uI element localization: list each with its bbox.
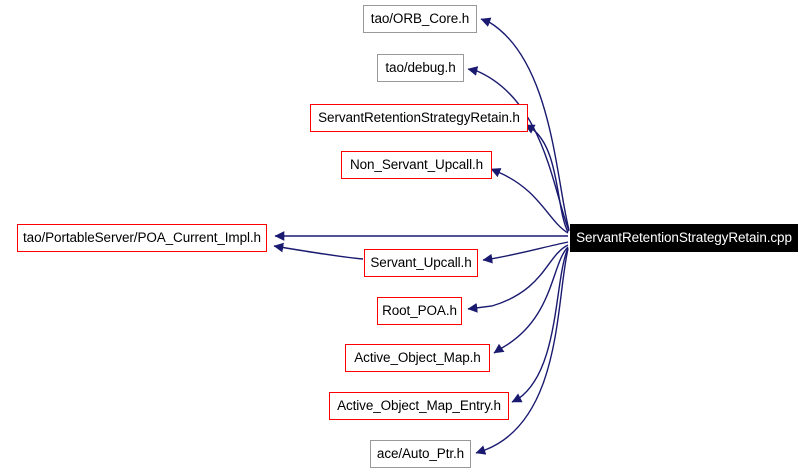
- node-servant-retention-strategy-retain-cpp[interactable]: ServantRetentionStrategyRetain.cpp: [570, 224, 798, 252]
- node-ace-auto-ptr-h[interactable]: ace/Auto_Ptr.h: [370, 440, 471, 468]
- node-servant-upcall-h[interactable]: Servant_Upcall.h: [364, 249, 478, 277]
- edge-servant-upcall-to-poa: [273, 242, 364, 260]
- edge-to-retain-h: [524, 124, 569, 233]
- edge-to-active-object-map-entry: [511, 247, 569, 403]
- node-active-object-map-entry-h[interactable]: Active_Object_Map_Entry.h: [329, 392, 509, 420]
- node-label: Non_Servant_Upcall.h: [349, 157, 484, 173]
- node-poa-current-impl-h[interactable]: tao/PortableServer/POA_Current_Impl.h: [17, 224, 267, 252]
- node-tao-orb-core[interactable]: tao/ORB_Core.h: [363, 5, 477, 33]
- node-label: Root_POA.h: [382, 303, 457, 319]
- node-non-servant-upcall-h[interactable]: Non_Servant_Upcall.h: [341, 151, 492, 179]
- node-label: tao/ORB_Core.h: [370, 11, 470, 27]
- node-label: tao/PortableServer/POA_Current_Impl.h: [23, 230, 261, 246]
- node-label: Active_Object_Map.h: [354, 350, 481, 366]
- edge-to-active-object-map: [493, 246, 569, 354]
- edge-to-non-servant-upcall: [490, 168, 569, 234]
- node-label: ace/Auto_Ptr.h: [376, 446, 465, 462]
- node-active-object-map-h[interactable]: Active_Object_Map.h: [345, 344, 490, 372]
- edge-to-debug: [467, 66, 570, 232]
- node-label: Active_Object_Map_Entry.h: [337, 398, 501, 414]
- node-root-poa-h[interactable]: Root_POA.h: [377, 297, 462, 325]
- edge-to-servant-upcall: [482, 241, 569, 264]
- node-label: Servant_Upcall.h: [370, 255, 472, 271]
- node-label: tao/debug.h: [385, 60, 456, 76]
- node-label: ServantRetentionStrategyRetain.h: [318, 110, 520, 126]
- node-tao-debug[interactable]: tao/debug.h: [377, 54, 464, 82]
- node-servant-retention-strategy-retain-h[interactable]: ServantRetentionStrategyRetain.h: [310, 104, 528, 132]
- node-label: ServantRetentionStrategyRetain.cpp: [576, 230, 792, 246]
- edge-to-root-poa: [467, 244, 569, 313]
